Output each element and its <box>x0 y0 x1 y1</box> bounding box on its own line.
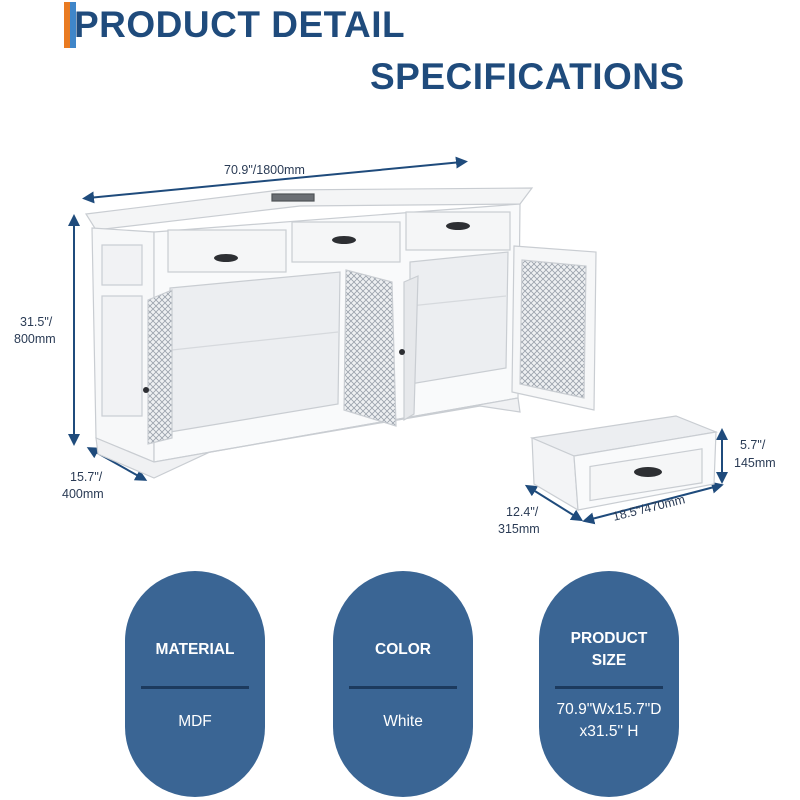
spec-label-line2: SIZE <box>591 652 627 669</box>
drawer-depth-arrow <box>524 484 584 522</box>
drawer-height-label-mm: 145mm <box>734 456 776 470</box>
drawer-depth-label-mm: 315mm <box>498 522 540 536</box>
drawer-handles <box>143 222 470 393</box>
spec-divider <box>141 686 249 689</box>
page-subtitle: SPECIFICATIONS <box>370 56 685 97</box>
spec-pill-product-size: PRODUCT SIZE 70.9"Wx15.7"D x31.5" H <box>539 571 679 797</box>
spec-divider <box>555 686 663 689</box>
drawer-depth-label-in: 12.4"/ <box>506 505 539 519</box>
drawer-height-label-in: 5.7"/ <box>740 438 766 452</box>
title-accent-bar-blue <box>70 2 76 48</box>
product-illustration <box>68 156 728 525</box>
spec-value: White <box>383 713 423 730</box>
page-title: PRODUCT DETAIL <box>74 4 406 45</box>
spec-pill-material: MATERIAL MDF <box>125 571 265 797</box>
spec-label: COLOR <box>375 641 431 658</box>
drawer-width-arrow <box>582 481 724 525</box>
height-dimension-label-in: 31.5"/ <box>20 315 53 329</box>
spec-label: MATERIAL <box>155 641 235 658</box>
drawer-illustration <box>529 415 719 512</box>
spec-divider <box>349 686 457 689</box>
width-dimension-label: 70.9"/1800mm <box>224 163 305 177</box>
sideboard-cabinet <box>84 187 597 479</box>
height-dimension-label-mm: 800mm <box>14 332 56 346</box>
spec-pill-color: COLOR White <box>333 571 473 797</box>
spec-label: PRODUCT <box>570 630 648 647</box>
depth-dimension-label-mm: 400mm <box>62 487 104 501</box>
spec-value: MDF <box>178 713 212 730</box>
title-accent-bar <box>64 2 72 48</box>
depth-dimension-label-in: 15.7"/ <box>70 470 103 484</box>
width-arrow <box>82 156 468 204</box>
spec-value-line2: x31.5" H <box>579 723 639 740</box>
spec-value: 70.9"Wx15.7"D <box>556 701 662 718</box>
